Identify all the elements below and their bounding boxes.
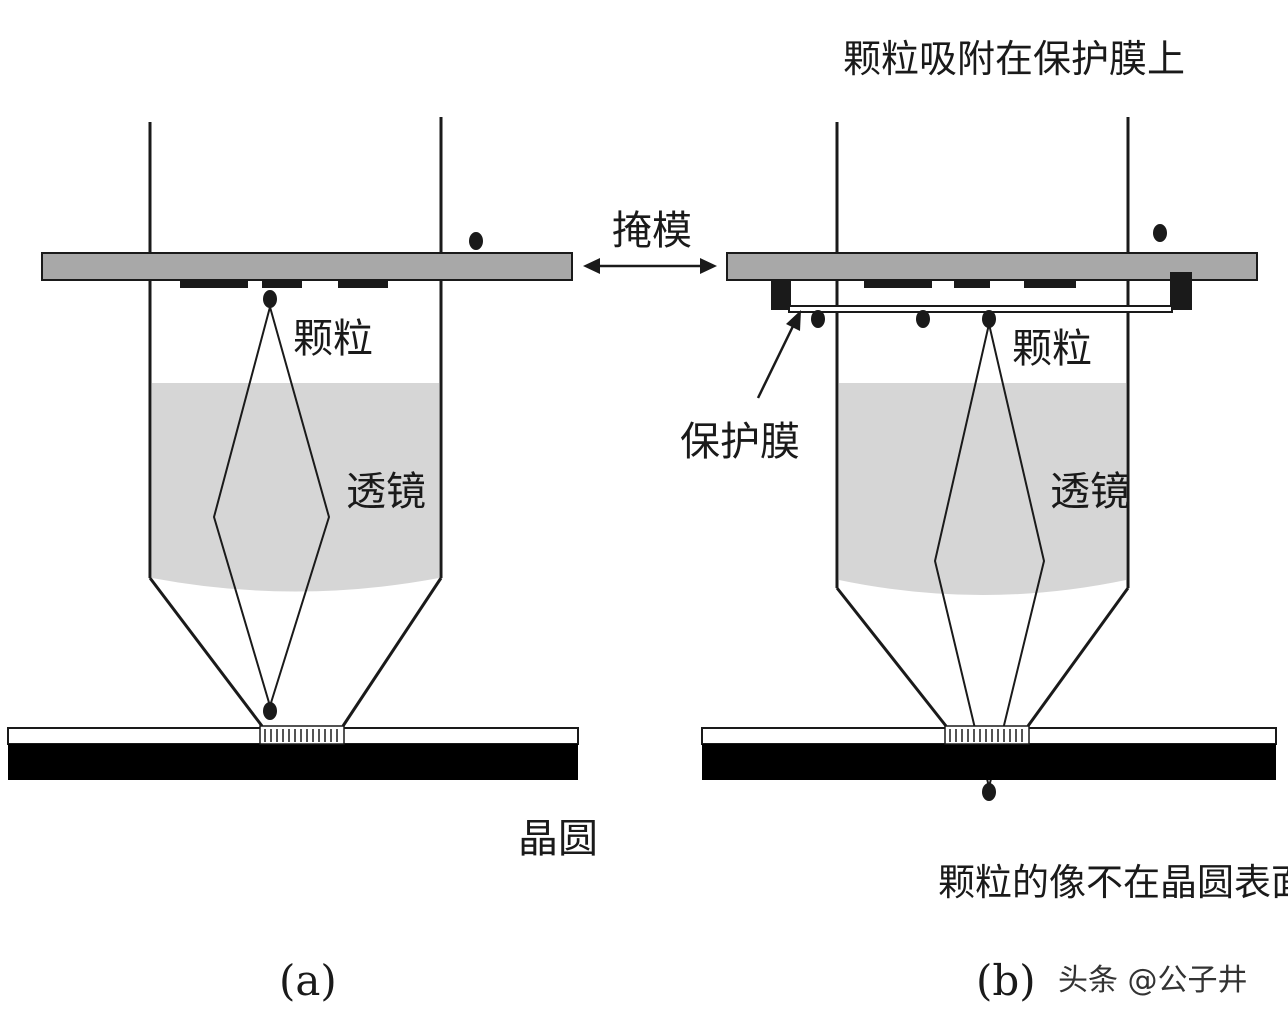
panel-a-caption: (a) bbox=[279, 956, 337, 1005]
particle-on-pellicle-caption: 颗粒吸附在保护膜上 bbox=[843, 37, 1185, 81]
pellicle-label: 保护膜 bbox=[680, 419, 800, 465]
pellicle-frame-left bbox=[771, 280, 791, 310]
mask-pattern-bar bbox=[180, 280, 248, 288]
particle-on-pellicle bbox=[811, 310, 825, 328]
arrow-head-right bbox=[700, 258, 717, 274]
housing-cone-left-a bbox=[148, 577, 264, 727]
particle-image-a bbox=[263, 702, 277, 720]
pellicle-pointer-line bbox=[756, 321, 797, 399]
mask-plate-a bbox=[41, 252, 573, 281]
wafer-base-b bbox=[702, 744, 1276, 780]
wafer-label: 晶圆 bbox=[518, 816, 598, 862]
lens-label-a: 透镜 bbox=[346, 469, 426, 515]
particle-on-pellicle bbox=[982, 310, 996, 328]
particle-on-pellicle bbox=[916, 310, 930, 328]
particle-image-below-wafer bbox=[982, 783, 996, 801]
arrow-head-left bbox=[583, 258, 600, 274]
mask-label: 掩模 bbox=[612, 208, 692, 254]
exposed-region-b bbox=[944, 725, 1030, 745]
housing-cone-left-b bbox=[835, 587, 948, 727]
lens-a bbox=[152, 383, 439, 592]
particle-under-mask-a bbox=[263, 290, 277, 308]
panel-a: 颗粒 透镜 晶圆 (a) bbox=[7, 117, 598, 1005]
exposed-region-a bbox=[259, 725, 345, 745]
housing-cone-right-b bbox=[1026, 587, 1130, 727]
particle-label-b: 颗粒 bbox=[1012, 326, 1092, 372]
mask-pattern-bar bbox=[1024, 280, 1076, 288]
not-focused-caption: 颗粒的像不在晶圆表面聚焦 bbox=[938, 861, 1288, 904]
panel-b-caption: (b) bbox=[976, 956, 1036, 1005]
watermark: 头条 @公子井 bbox=[1058, 963, 1248, 998]
lens-b bbox=[839, 383, 1126, 595]
lens-label-b: 透镜 bbox=[1050, 469, 1130, 515]
particle-label-a: 颗粒 bbox=[293, 316, 373, 362]
mask-pattern-bar bbox=[864, 280, 932, 288]
housing-cone-right-a bbox=[341, 577, 443, 727]
mask-pattern-bar bbox=[262, 280, 302, 288]
panel-b: 颗粒吸附在保护膜上 颗粒 保护膜 透镜 颗粒的像不在晶圆表面聚焦 (b) bbox=[680, 37, 1288, 1005]
mask-plate-b bbox=[726, 252, 1258, 281]
particle-top-b bbox=[1153, 224, 1167, 242]
pellicle-membrane bbox=[788, 305, 1173, 313]
exposed-hatch-a bbox=[264, 729, 338, 742]
wafer-base-a bbox=[8, 744, 578, 780]
pellicle-frame-right bbox=[1170, 272, 1192, 310]
mask-pattern-bar bbox=[954, 280, 990, 288]
mask-pattern-bar bbox=[338, 280, 388, 288]
mask-callout: 掩模 bbox=[583, 208, 717, 274]
particle-top-a bbox=[469, 232, 483, 250]
exposed-hatch-b bbox=[949, 729, 1023, 742]
pellicle-pointer-head bbox=[786, 310, 801, 331]
